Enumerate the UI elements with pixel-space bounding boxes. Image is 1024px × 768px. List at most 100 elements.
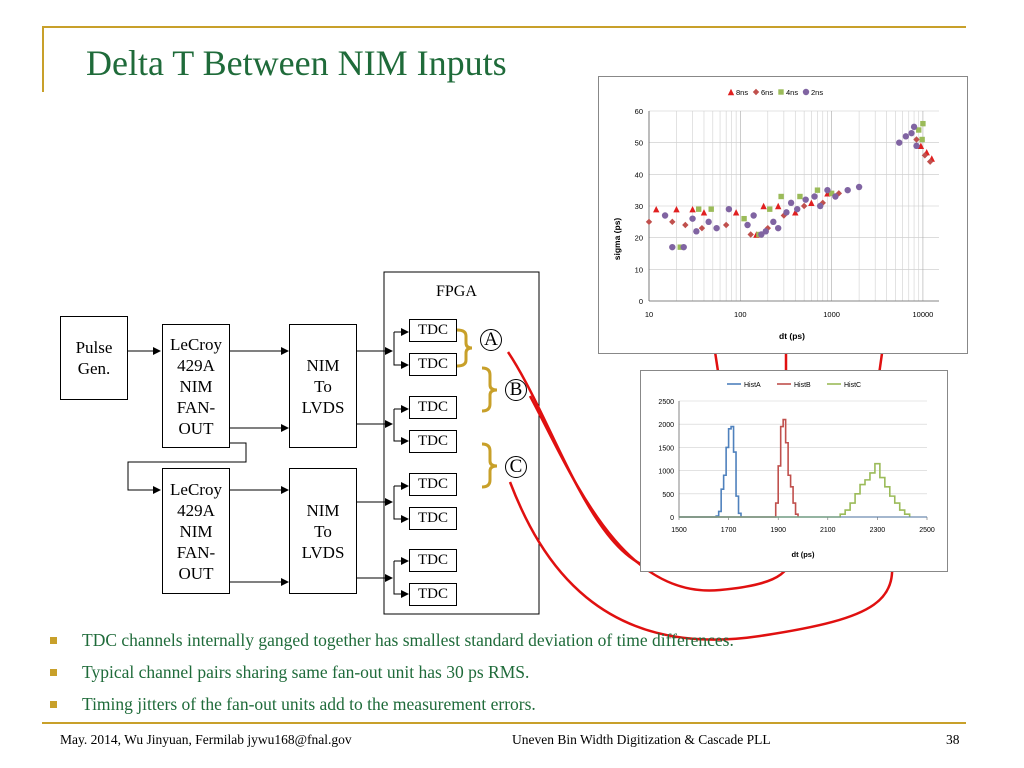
brace-a xyxy=(456,328,473,368)
scatter-point xyxy=(919,136,925,143)
bullet-text: Timing jitters of the fan-out units add … xyxy=(82,693,536,714)
scatter-point xyxy=(824,186,831,194)
tdc-box-1: TDC xyxy=(409,319,457,342)
histogram-x-tick: 1500 xyxy=(671,527,687,534)
scatter-point xyxy=(645,218,653,226)
marker-b: B xyxy=(505,379,527,401)
nim-lvds-line: NIM xyxy=(306,500,340,520)
scatter-point xyxy=(817,202,824,210)
histogram-y-tick: 1500 xyxy=(658,445,674,452)
scatter-point xyxy=(661,212,669,219)
histogram-grid xyxy=(679,400,927,518)
fanout-box-1: LeCroy 429A NIM FAN- OUT xyxy=(162,324,230,448)
pulse-gen-label: Pulse Gen. xyxy=(75,338,113,378)
bullet-square-icon xyxy=(50,668,57,676)
scatter-points xyxy=(645,120,935,251)
histogram-legend-label: HistC xyxy=(844,382,861,389)
scatter-legend-marker xyxy=(778,89,784,95)
histogram-x-tick: 1700 xyxy=(721,527,737,534)
tdc-box-8: TDC xyxy=(409,583,457,606)
scatter-y-tick: 10 xyxy=(635,265,643,274)
scatter-point xyxy=(808,199,815,207)
scatter-x-label: dt (ps) xyxy=(779,331,805,341)
nim-lvds-line: To xyxy=(314,521,332,541)
fanout-line: 429A xyxy=(177,355,215,375)
scatter-point xyxy=(844,186,851,194)
scatter-point xyxy=(708,206,714,212)
bullet-item: Timing jitters of the fan-out units add … xyxy=(48,688,734,720)
fanout-line: NIM xyxy=(179,521,213,541)
tdc-box-4: TDC xyxy=(409,430,457,453)
scatter-point xyxy=(695,206,702,212)
histogram-y-tick: 2000 xyxy=(658,422,674,429)
histogram-series-line xyxy=(679,462,911,518)
scatter-point xyxy=(705,218,712,226)
scatter-legend-marker xyxy=(727,88,735,96)
scatter-point xyxy=(673,205,680,213)
tdc-box-7: TDC xyxy=(409,549,457,572)
scatter-point xyxy=(653,205,660,213)
scatter-point xyxy=(783,209,790,216)
histogram-x-tick: 2300 xyxy=(870,527,886,534)
marker-c: C xyxy=(505,456,527,478)
scatter-grid xyxy=(648,110,939,302)
bullet-text: Typical channel pairs sharing same fan-o… xyxy=(82,661,530,682)
scatter-point xyxy=(762,228,769,235)
scatter-point xyxy=(693,228,700,235)
fanout-line: OUT xyxy=(178,563,214,583)
fpga-label: FPGA xyxy=(436,283,477,300)
scatter-point xyxy=(814,187,821,193)
brace-c xyxy=(481,442,498,489)
fanout-line: LeCroy xyxy=(170,334,222,354)
scatter-point xyxy=(913,142,920,150)
histogram-legend: HistA HistB HistC xyxy=(727,382,861,389)
histogram-legend-label: HistB xyxy=(794,382,811,389)
bullet-square-icon xyxy=(50,700,57,708)
scatter-legend-label: 4ns xyxy=(786,88,798,97)
nim-lvds-line: To xyxy=(314,376,332,396)
scatter-point xyxy=(689,215,696,222)
scatter-point xyxy=(767,206,773,212)
scatter-point xyxy=(917,142,925,150)
scatter-y-tick: 20 xyxy=(635,234,643,243)
tdc-box-6: TDC xyxy=(409,507,457,530)
scatter-point xyxy=(921,152,929,159)
histogram-y-tick: 500 xyxy=(662,492,674,499)
scatter-point xyxy=(902,133,910,140)
scatter-y-label: sigma (ps) xyxy=(612,218,622,261)
scatter-point xyxy=(920,120,926,127)
title-top-rule xyxy=(42,26,966,28)
scatter-y-tick: 40 xyxy=(635,170,643,179)
scatter-point xyxy=(700,209,708,216)
title-left-rule xyxy=(42,26,44,92)
fanout-line: 429A xyxy=(177,500,215,520)
scatter-point xyxy=(725,205,733,213)
bullet-text: TDC channels internally ganged together … xyxy=(82,629,734,650)
scatter-point xyxy=(732,209,740,216)
tdc-box-3: TDC xyxy=(409,396,457,419)
scatter-y-tick: 30 xyxy=(635,202,643,211)
scatter-point xyxy=(916,127,922,133)
footer-center: Uneven Bin Width Digitization & Cascade … xyxy=(512,732,771,747)
tdc-box-5: TDC xyxy=(409,473,457,496)
scatter-point xyxy=(802,196,809,203)
brace-b xyxy=(481,366,498,413)
scatter-point xyxy=(747,231,754,238)
histogram-legend-label: HistA xyxy=(744,382,761,389)
scatter-point xyxy=(744,221,751,229)
nim-to-lvds-box-2: NIM To LVDS xyxy=(289,468,357,594)
histogram-x-tick: 2100 xyxy=(820,527,836,534)
scatter-point xyxy=(669,218,676,226)
histogram-y-tick: 2500 xyxy=(658,399,674,406)
scatter-point xyxy=(896,139,903,146)
histogram-series-line xyxy=(679,418,799,518)
scatter-legend-label: 8ns xyxy=(736,88,748,97)
scatter-point xyxy=(908,129,915,137)
fanout-line: NIM xyxy=(179,376,213,396)
scatter-point xyxy=(677,244,683,250)
nim-lvds-line: LVDS xyxy=(301,397,345,417)
bullet-list: TDC channels internally ganged together … xyxy=(48,624,734,720)
